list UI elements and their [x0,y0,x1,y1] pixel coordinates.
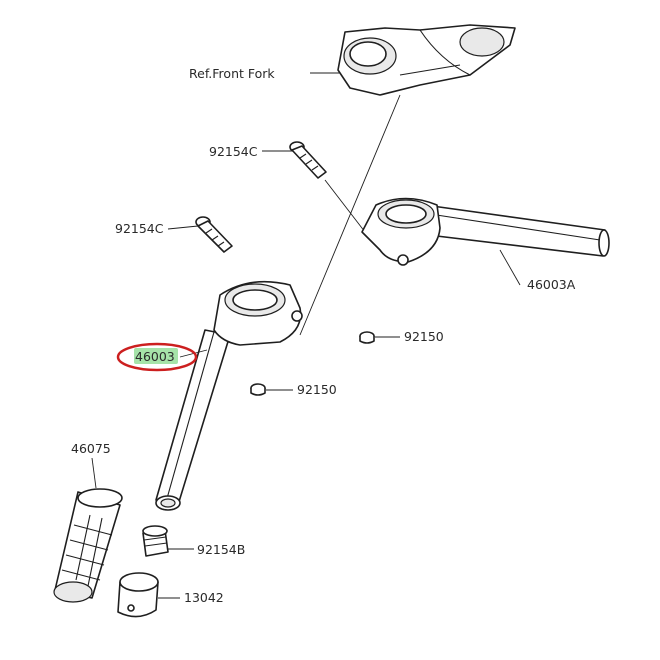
label-bolt-upper: 92154C [209,144,258,159]
screw-right [359,331,375,344]
leader-bolt-lower [167,225,199,230]
front-fork-bracket [337,24,516,96]
nut [142,525,169,557]
label-handlebar-left: 46003 [135,349,175,364]
label-handlebar-right: 46003A [527,277,576,292]
handlebar-right [361,197,610,266]
alignment-line-2 [324,179,366,233]
leader-handlebar-right [499,249,521,286]
label-ref-front-fork: Ref.Front Fork [189,66,275,81]
label-bolt-lower: 92154C [115,221,164,236]
grip [53,488,123,603]
highlight-ring [116,342,198,372]
label-grip: 46075 [71,441,111,456]
label-highlight [134,348,178,364]
leader-grip [91,457,97,489]
label-screw-left: 92150 [297,382,337,397]
label-weight: 13042 [184,590,224,605]
label-nut: 92154B [197,542,245,557]
bolt-lower [195,216,233,253]
bolt-upper [289,141,327,179]
bar-end-weight [117,572,159,618]
alignment-line [299,94,401,336]
handlebar-left [155,280,303,511]
screw-left [250,383,266,396]
label-screw-right: 92150 [404,329,444,344]
